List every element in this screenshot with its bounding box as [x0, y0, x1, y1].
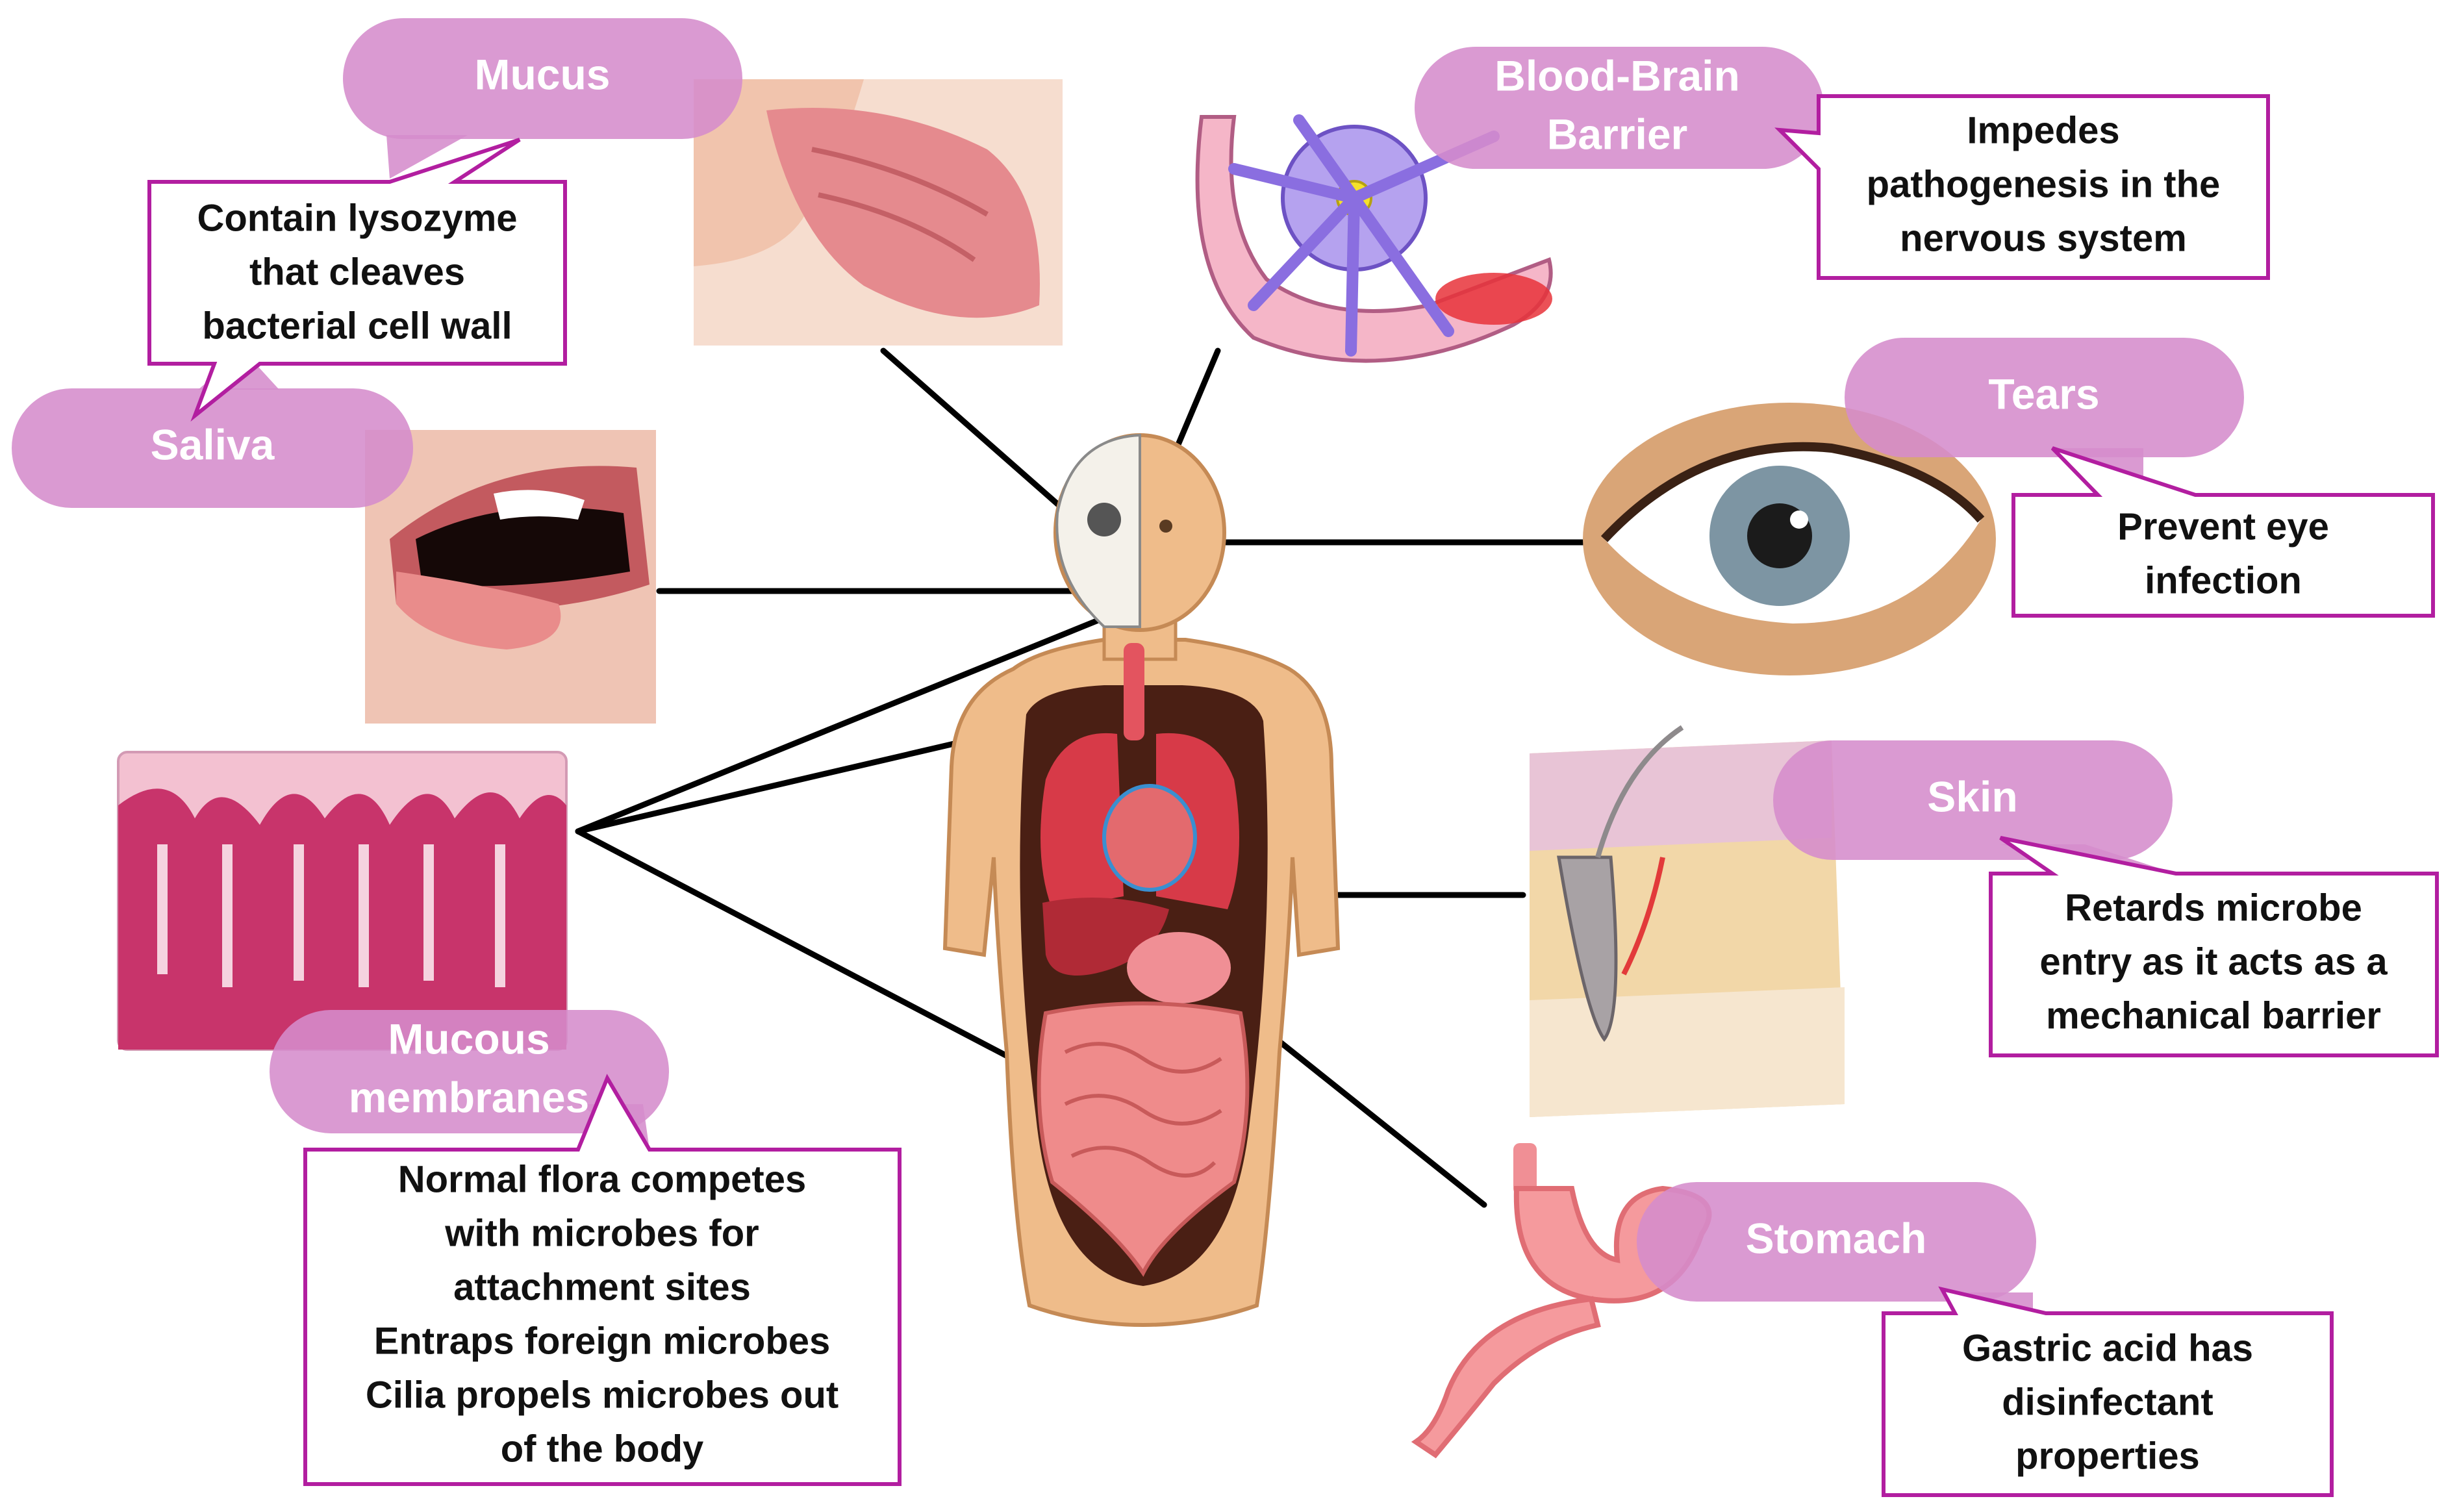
face-eye [1159, 520, 1172, 533]
note-bbb-line-2: pathogenesis in the [1867, 163, 2221, 205]
note-bbb: Impedes pathogenesis in the nervous syst… [1774, 94, 2270, 280]
label-blood-brain-barrier: Blood-Brain Barrier [1415, 47, 1824, 169]
note-mucus-line-3: bacterial cell wall [202, 305, 512, 347]
label-mucus: Mucus [343, 18, 742, 179]
mucosa-histology-icon [117, 751, 568, 1051]
note-mucous-line-6: of the body [501, 1428, 704, 1470]
skin-layers-block-icon [1530, 725, 1845, 1117]
note-stomach-line-1: Gastric acid has [1962, 1327, 2253, 1369]
trachea [1124, 643, 1144, 740]
note-mucous: Normal flora competes with microbes for … [303, 1074, 902, 1486]
heart [1102, 784, 1197, 892]
note-tears-line-2: infection [2145, 559, 2302, 601]
note-mucus-line-1: Contain lysozyme [197, 197, 517, 239]
label-bbb-line1: Blood-Brain [1494, 51, 1740, 99]
note-skin-line-3: mechanical barrier [2046, 994, 2381, 1037]
body-stomach [1127, 932, 1231, 1003]
open-mouth-icon [365, 430, 656, 724]
label-mucous-line2: membranes [349, 1073, 590, 1121]
note-stomach-line-3: properties [2015, 1435, 2200, 1477]
astrocyte-blood-vessel-icon [1195, 114, 1553, 363]
skull-orbit [1087, 503, 1121, 536]
note-mucous-line-2: with microbes for [444, 1212, 759, 1254]
eye-icon [1583, 403, 1996, 675]
nose-cross-section-icon [694, 79, 1063, 346]
label-mucous-line1: Mucous [388, 1014, 549, 1063]
label-bbb-line2: Barrier [1547, 110, 1687, 158]
label-mucus-text: Mucus [474, 50, 610, 98]
note-stomach: Gastric acid has disinfectant properties [1882, 1286, 2334, 1497]
stomach-icon [1411, 1143, 1712, 1459]
label-mucous-membranes: Mucous membranes [270, 1010, 669, 1150]
note-bbb-line-1: Impedes [1967, 109, 2119, 151]
label-skin: Skin [1773, 740, 2176, 874]
note-skin-line-1: Retards microbe [2065, 887, 2362, 929]
note-stomach-line-2: disinfectant [2002, 1381, 2213, 1423]
note-skin: Retards microbe entry as it acts as a me… [1989, 836, 2439, 1057]
note-mucous-line-4: Entraps foreign microbes [374, 1320, 831, 1362]
connector-lines [575, 347, 1598, 1208]
note-mucous-line-5: Cilia propels microbes out [366, 1374, 839, 1416]
note-mucus-line-2: that cleaves [249, 251, 465, 293]
note-skin-line-2: entry as it acts as a [2039, 940, 2388, 983]
label-tears-text: Tears [1988, 370, 2099, 418]
note-tears: Prevent eye infection [2011, 446, 2435, 618]
liver [1042, 898, 1169, 976]
connector-mucosa-mouth [575, 604, 1133, 835]
left-lung [1040, 733, 1124, 909]
label-saliva-text: Saliva [151, 420, 275, 468]
note-tears-line-1: Prevent eye [2117, 505, 2329, 548]
note-mucus: Contain lysozyme that cleaves bacterial … [147, 138, 567, 422]
intestine-coils [1064, 1042, 1222, 1178]
label-skin-text: Skin [1927, 772, 2017, 820]
label-stomach-text: Stomach [1746, 1214, 1927, 1262]
human-anatomy-icon [942, 433, 1341, 1328]
note-mucous-line-3: attachment sites [453, 1266, 751, 1308]
note-mucous-line-1: Normal flora competes [398, 1158, 807, 1200]
note-bbb-line-3: nervous system [1900, 217, 2187, 259]
